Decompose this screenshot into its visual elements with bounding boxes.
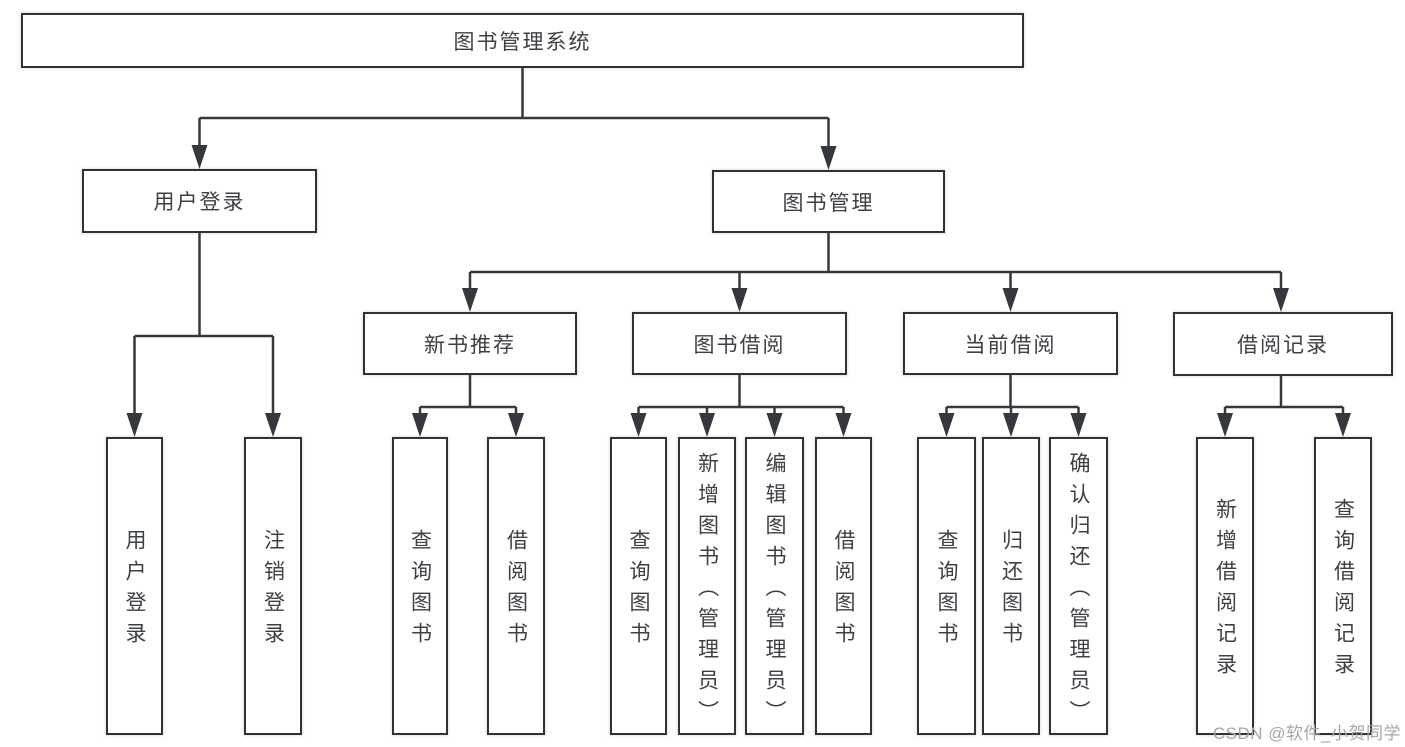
arrowhead-icon <box>508 413 524 437</box>
connector-root-to-level2 <box>191 68 837 170</box>
node-leaf-borrow-book-1: 借阅图书 <box>487 437 545 735</box>
node-leaf-borrow-book-2-label: 借阅图书 <box>832 529 855 653</box>
node-leaf-confirm-return-admin-label: 确认归还（管理员） <box>1067 451 1090 731</box>
node-leaf-logout-label: 注销登录 <box>261 529 285 653</box>
arrowhead-icon <box>766 413 783 437</box>
node-root-library-system: 图书管理系统 <box>21 13 1024 68</box>
node-leaf-query-borrow-record-label: 查询借阅记录 <box>1331 498 1355 684</box>
arrowhead-icon <box>699 413 715 437</box>
connector-new-book-children <box>412 375 524 437</box>
node-book-borrow-label: 图书借阅 <box>693 333 786 357</box>
node-leaf-query-book-3-label: 查询图书 <box>935 529 958 653</box>
node-leaf-query-borrow-record: 查询借阅记录 <box>1314 437 1372 735</box>
arrowhead-icon <box>412 413 428 437</box>
arrowhead-icon <box>126 413 143 437</box>
arrowhead-icon <box>191 145 208 169</box>
connector-user-login-children <box>126 233 281 437</box>
arrowhead-icon <box>1217 413 1233 437</box>
node-user-login-label: 用户登录 <box>153 191 246 214</box>
node-new-book-recommend-label: 新书推荐 <box>424 333 516 357</box>
node-leaf-logout: 注销登录 <box>244 437 302 735</box>
node-leaf-user-login-label: 用户登录 <box>123 529 146 653</box>
node-borrow-record: 借阅记录 <box>1173 312 1393 376</box>
arrowhead-icon <box>630 413 647 437</box>
node-leaf-edit-book-admin-label: 编辑图书（管理员） <box>763 451 786 731</box>
node-leaf-add-borrow-record-label: 新增借阅记录 <box>1213 498 1237 684</box>
connector-book-mgmt-to-level3 <box>462 233 1289 312</box>
node-leaf-add-book-admin-label: 新增图书（管理员） <box>695 451 719 731</box>
node-leaf-add-borrow-record: 新增借阅记录 <box>1196 437 1254 735</box>
arrowhead-icon <box>820 146 837 170</box>
node-user-login: 用户登录 <box>82 169 317 233</box>
node-leaf-return-book-label: 归还图书 <box>999 529 1023 653</box>
node-leaf-borrow-book-2: 借阅图书 <box>815 437 872 735</box>
arrowhead-icon <box>1273 288 1289 312</box>
node-leaf-query-book-1: 查询图书 <box>392 437 448 735</box>
node-current-borrow: 当前借阅 <box>903 312 1118 375</box>
arrowhead-icon <box>731 288 748 312</box>
arrowhead-icon <box>1335 413 1351 437</box>
node-leaf-return-book: 归还图书 <box>982 437 1040 735</box>
arrowhead-icon <box>265 413 281 437</box>
node-leaf-query-book-1-label: 查询图书 <box>408 529 432 653</box>
node-leaf-user-login: 用户登录 <box>106 437 163 735</box>
node-leaf-query-book-2-label: 查询图书 <box>627 529 650 653</box>
node-current-borrow-label: 当前借阅 <box>964 333 1057 357</box>
arrowhead-icon <box>938 413 955 437</box>
node-leaf-query-book-3: 查询图书 <box>917 437 976 735</box>
node-book-management: 图书管理 <box>712 170 945 233</box>
node-leaf-add-book-admin: 新增图书（管理员） <box>678 437 736 735</box>
watermark: CSDN @软件_小贺同学 <box>1212 724 1401 743</box>
node-leaf-edit-book-admin: 编辑图书（管理员） <box>745 437 804 735</box>
connector-borrow-record-children <box>1217 375 1351 437</box>
arrowhead-icon <box>835 413 852 437</box>
node-borrow-record-label: 借阅记录 <box>1237 334 1329 357</box>
node-new-book-recommend: 新书推荐 <box>363 312 577 375</box>
node-root-label: 图书管理系统 <box>453 30 592 54</box>
arrowhead-icon <box>1070 413 1087 437</box>
node-book-borrow: 图书借阅 <box>632 312 847 375</box>
arrowhead-icon <box>1002 288 1019 312</box>
arrowhead-icon <box>1003 413 1019 437</box>
arrowhead-icon <box>462 288 478 312</box>
connector-book-borrow-children <box>630 375 852 437</box>
connector-current-borrow-children <box>938 375 1087 437</box>
node-leaf-confirm-return-admin: 确认归还（管理员） <box>1049 437 1108 735</box>
node-book-management-label: 图书管理 <box>782 191 875 215</box>
node-leaf-borrow-book-1-label: 借阅图书 <box>504 529 528 653</box>
node-leaf-query-book-2: 查询图书 <box>610 437 667 735</box>
